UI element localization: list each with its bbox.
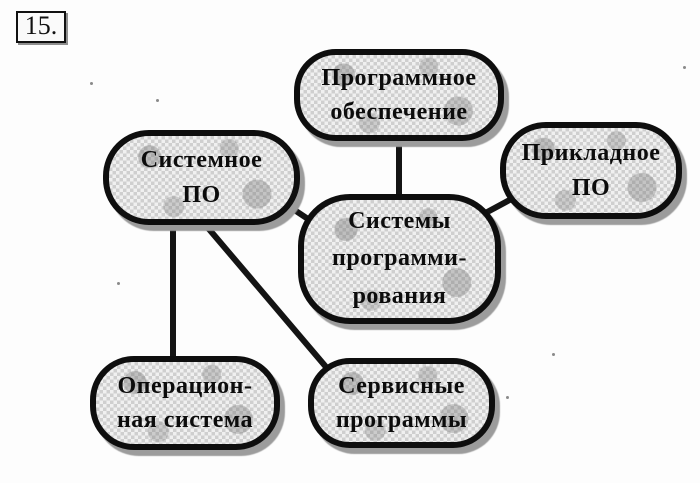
node-service-programs-label: Сервисные программы	[335, 372, 468, 433]
node-software: Программное обеспечение	[294, 49, 504, 141]
edge-system-software-to-service-programs	[194, 213, 335, 376]
node-software-label: Программное обеспечение	[321, 64, 477, 125]
node-programming-systems-label: Системы программи- рования	[332, 208, 467, 309]
scan-artifact-dot	[552, 353, 555, 356]
figure-number: 15.	[24, 11, 58, 40]
scan-artifact-dot	[156, 99, 159, 102]
scan-artifact-dot	[506, 396, 509, 399]
node-operating-system: Операцион- ная система	[90, 356, 280, 450]
node-service-programs: Сервисные программы	[308, 358, 495, 448]
figure-number-box: 15.	[16, 11, 66, 43]
node-applied-software-label: Прикладное ПО	[521, 140, 661, 201]
scan-artifact-dot	[683, 66, 686, 69]
node-system-software: Системное ПО	[103, 130, 300, 225]
node-programming-systems: Системы программи- рования	[298, 194, 501, 324]
node-applied-software: Прикладное ПО	[500, 122, 682, 219]
scan-artifact-dot	[90, 82, 93, 85]
node-operating-system-label: Операцион- ная система	[116, 372, 254, 433]
scan-artifact-dot	[117, 282, 120, 285]
node-system-software-label: Системное ПО	[140, 147, 263, 208]
